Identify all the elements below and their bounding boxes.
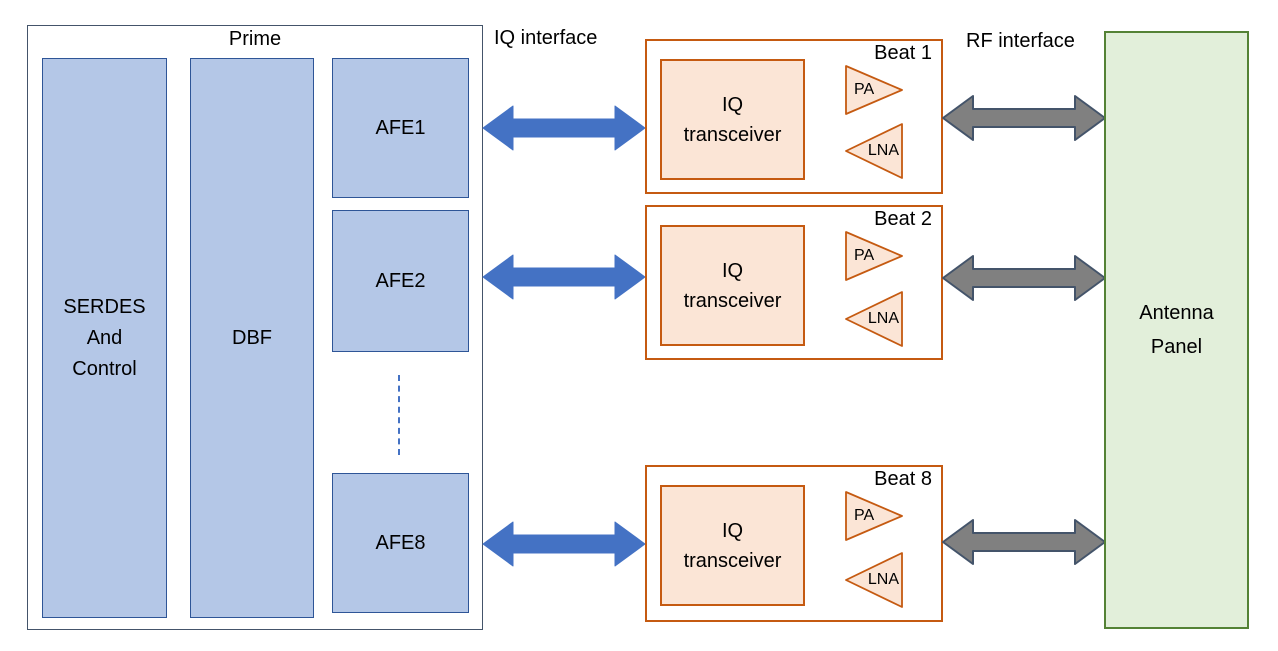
prime-title: Prime xyxy=(228,28,282,50)
beat8-lna-label: LNA xyxy=(867,571,899,588)
beat8-pa-label: PA xyxy=(854,507,875,524)
pa-triangle-icon xyxy=(845,491,903,541)
beat1-pa-label: PA xyxy=(854,81,875,98)
beat8-iq-transceiver-block: IQ transceiver xyxy=(660,485,805,606)
iq-arrow-1 xyxy=(482,104,646,152)
rf-arrow-1 xyxy=(942,94,1106,142)
beat8-title: Beat 8 xyxy=(874,468,932,490)
beat2-lna-label: LNA xyxy=(867,310,899,327)
lna-triangle-icon xyxy=(845,291,903,347)
iq-interface-label: IQ interface xyxy=(494,27,598,49)
beat2-iq-transceiver-block: IQ transceiver xyxy=(660,225,805,346)
pa-triangle-icon xyxy=(845,65,903,115)
beat1-lna-label: LNA xyxy=(867,142,899,159)
serdes-and-control-block: SERDES And Control xyxy=(42,58,167,618)
rf-arrow-3 xyxy=(942,518,1106,566)
beat2-frame: Beat 2 IQ transceiver PA LNA xyxy=(645,205,943,360)
afe8-block: AFE8 xyxy=(332,473,469,613)
beat8-lna-amplifier: LNA xyxy=(845,552,903,608)
beat2-lna-amplifier: LNA xyxy=(845,291,903,347)
beat1-frame: Beat 1 IQ transceiver PA LNA xyxy=(645,39,943,194)
beat2-pa-label: PA xyxy=(854,247,875,264)
lna-triangle-icon xyxy=(845,552,903,608)
beat1-iq-transceiver-block: IQ transceiver xyxy=(660,59,805,180)
afe-ellipsis-dashed-line xyxy=(398,375,400,455)
beat2-pa-amplifier: PA xyxy=(845,231,903,281)
afe1-block: AFE1 xyxy=(332,58,469,198)
iq-arrow-3 xyxy=(482,520,646,568)
beat1-lna-amplifier: LNA xyxy=(845,123,903,179)
lna-triangle-icon xyxy=(845,123,903,179)
beat1-pa-amplifier: PA xyxy=(845,65,903,115)
beat8-frame: Beat 8 IQ transceiver PA LNA xyxy=(645,465,943,622)
rf-arrow-2 xyxy=(942,254,1106,302)
afe2-block: AFE2 xyxy=(332,210,469,352)
beat8-pa-amplifier: PA xyxy=(845,491,903,541)
beat1-title: Beat 1 xyxy=(874,42,932,64)
rf-interface-label: RF interface xyxy=(966,30,1075,52)
dbf-block: DBF xyxy=(190,58,314,618)
beat2-title: Beat 2 xyxy=(874,208,932,230)
antenna-panel-block: Antenna Panel xyxy=(1104,31,1249,629)
pa-triangle-icon xyxy=(845,231,903,281)
iq-arrow-2 xyxy=(482,253,646,301)
